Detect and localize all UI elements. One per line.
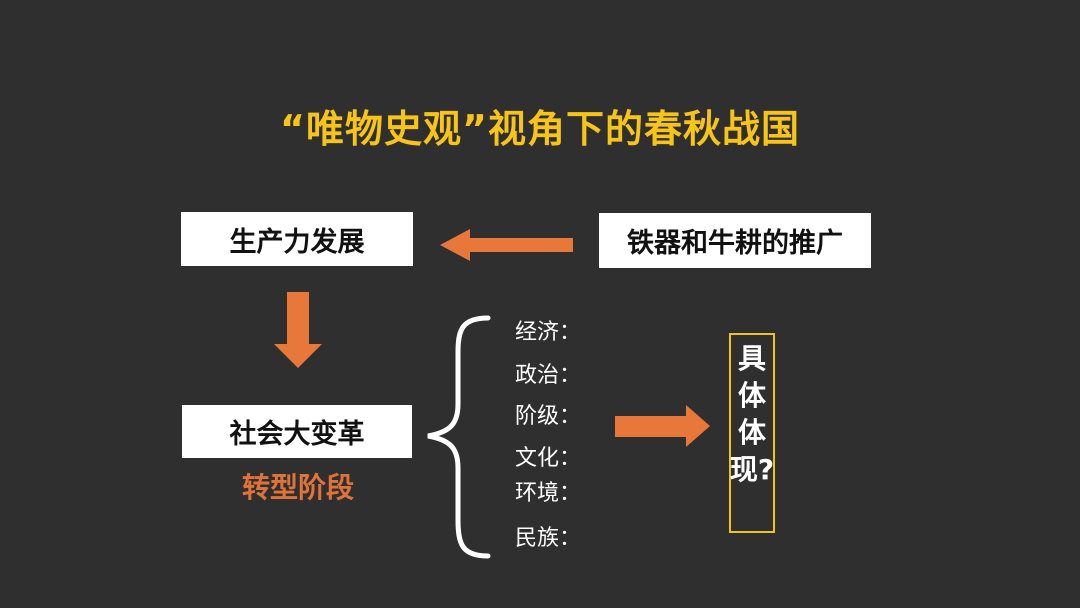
right-arrow bbox=[615, 405, 710, 447]
slide-title: “唯物史观”视角下的春秋战国 bbox=[280, 107, 800, 151]
aspect-economy: 经济： bbox=[515, 320, 582, 345]
aspect-class: 阶级： bbox=[515, 404, 582, 429]
productivity-label: 生产力发展 bbox=[229, 226, 365, 258]
aspect-politics: 政治： bbox=[515, 363, 582, 388]
aspect-culture: 文化： bbox=[515, 446, 582, 471]
question-char-3: 体 bbox=[737, 416, 766, 449]
question-char-4: 现? bbox=[729, 453, 775, 486]
iron-ox-label: 铁器和牛耕的推广 bbox=[627, 228, 843, 259]
aspect-ethnicity: 民族： bbox=[515, 526, 582, 551]
left-arrow bbox=[440, 229, 573, 261]
question-box bbox=[729, 333, 775, 533]
transition-label: 转型阶段 bbox=[241, 471, 354, 504]
social-change-label: 社会大变革 bbox=[229, 419, 365, 450]
aspect-environment: 环境： bbox=[515, 481, 582, 506]
question-text: 具 体 体 现? bbox=[722, 340, 782, 488]
down-arrow bbox=[274, 292, 322, 368]
question-char-2: 体 bbox=[737, 379, 766, 412]
productivity-box: 生产力发展 bbox=[181, 212, 413, 266]
social-change-box: 社会大变革 bbox=[182, 405, 412, 458]
curly-brace bbox=[427, 315, 491, 559]
iron-ox-box: 铁器和牛耕的推广 bbox=[599, 213, 871, 268]
question-char-1: 具 bbox=[737, 342, 766, 375]
